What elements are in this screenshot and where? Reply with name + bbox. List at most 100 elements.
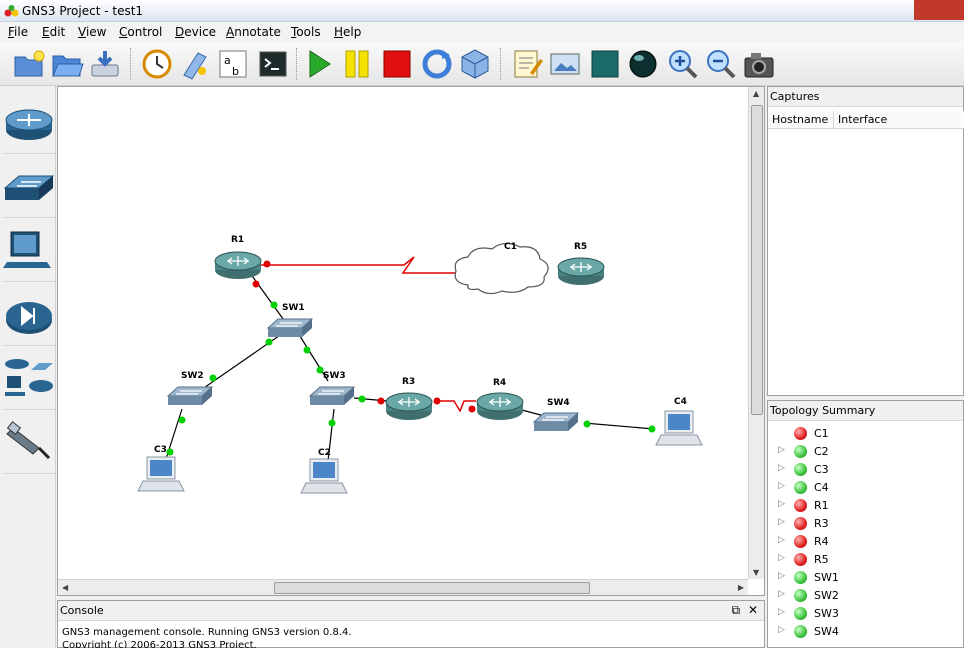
vertical-scroll-thumb[interactable] — [751, 105, 763, 415]
menu-device[interactable]: Device — [175, 25, 217, 39]
topology-item-name: SW2 — [814, 589, 839, 602]
topology-summary-item[interactable]: ▷ SW4 — [768, 623, 963, 641]
expand-arrow-icon[interactable]: ▷ — [778, 589, 785, 599]
undock-icon[interactable]: ⧉ — [731, 603, 741, 617]
screenshot-icon[interactable] — [548, 47, 582, 81]
host-icon — [3, 231, 51, 268]
topology-item-name: SW4 — [814, 625, 839, 638]
menu-file[interactable]: File — [8, 25, 29, 39]
topology-item-name: R5 — [814, 553, 829, 566]
topology-summary-item[interactable]: ▷ SW1 — [768, 569, 963, 587]
reload-icon[interactable] — [420, 47, 454, 81]
router-node-r1[interactable] — [214, 251, 262, 280]
captures-title: Captures — [768, 87, 963, 107]
canvas-horizontal-scrollbar[interactable]: ◀ ▶ — [58, 579, 748, 595]
expand-arrow-icon[interactable]: ▷ — [778, 553, 785, 563]
topology-summary-item[interactable]: ▷C3 — [768, 461, 963, 479]
host-node-c4[interactable] — [655, 410, 703, 446]
cable-device[interactable] — [3, 414, 55, 474]
expand-arrow-icon[interactable]: ▷ — [778, 535, 785, 545]
rectangle-icon[interactable] — [588, 47, 622, 81]
topology-summary-item[interactable]: ▷R3 — [768, 515, 963, 533]
switch-node-sw1[interactable] — [267, 318, 313, 338]
hostname-column-header[interactable]: Hostname — [768, 111, 834, 129]
serial-link-r1-c1[interactable] — [260, 256, 458, 274]
scroll-up-icon[interactable]: ▲ — [753, 89, 760, 98]
save-project-icon[interactable] — [88, 47, 122, 81]
console-icon[interactable] — [256, 47, 290, 81]
horizontal-scroll-thumb[interactable] — [274, 582, 590, 594]
topology-summary-panel: Topology Summary C1▷C2▷C3▷C4▷R1▷R3▷R4▷R5… — [767, 400, 964, 648]
host-node-c3[interactable] — [137, 456, 185, 492]
router-device[interactable] — [3, 94, 55, 154]
ellipse-icon[interactable] — [626, 47, 660, 81]
interface-column-header[interactable]: Interface — [834, 111, 964, 129]
link-sw1-sw2[interactable] — [197, 330, 287, 393]
topology-drawing[interactable]: R1 C1 R5 SW1 SW2 SW3 R3 R4 SW4 C3 C2 C4 — [58, 87, 748, 579]
expand-arrow-icon[interactable]: ▷ — [778, 463, 785, 473]
scroll-left-icon[interactable]: ◀ — [62, 583, 69, 592]
start-icon[interactable] — [302, 47, 336, 81]
topology-summary-item[interactable]: ▷R1 — [768, 497, 963, 515]
expand-arrow-icon[interactable]: ▷ — [778, 499, 785, 509]
new-project-icon[interactable] — [12, 47, 46, 81]
menu-control[interactable]: Control — [119, 25, 163, 39]
router-node-r4[interactable] — [476, 392, 524, 421]
pause-icon[interactable] — [340, 47, 374, 81]
serial-link-r3-r4[interactable] — [434, 400, 476, 413]
switch-node-sw4[interactable] — [533, 412, 579, 432]
topology-summary-item[interactable]: ▷R4 — [768, 533, 963, 551]
menu-tools[interactable]: Tools — [291, 25, 321, 39]
link-sw4-c4[interactable] — [583, 422, 655, 430]
topology-summary-item[interactable]: ▷SW3 — [768, 605, 963, 623]
scroll-down-icon[interactable]: ▼ — [753, 568, 760, 577]
menu-help[interactable]: Help — [334, 25, 362, 39]
expand-arrow-icon[interactable]: ▷ — [778, 607, 785, 617]
scroll-right-icon[interactable]: ▶ — [737, 583, 744, 592]
switch-node-sw3[interactable] — [309, 386, 355, 406]
cloud-node-c1[interactable] — [454, 242, 549, 295]
virtualbox-icon[interactable] — [458, 47, 492, 81]
menu-annotate[interactable]: Annotate — [226, 25, 281, 39]
menu-bar: File Edit View Control Device Annotate T… — [0, 22, 964, 42]
topology-summary-item[interactable]: ▷ SW2 — [768, 587, 963, 605]
capture-icon[interactable] — [742, 47, 776, 81]
clock-icon[interactable] — [140, 47, 174, 81]
text-icon[interactable]: a b — [216, 47, 250, 81]
link-r1-sw1[interactable] — [249, 272, 287, 324]
topology-summary-item[interactable]: ▷C4 — [768, 479, 963, 497]
expand-arrow-icon[interactable]: ▷ — [778, 571, 785, 581]
menu-edit[interactable]: Edit — [42, 25, 66, 39]
router-icon — [5, 109, 53, 140]
expand-arrow-icon[interactable]: ▷ — [778, 625, 785, 635]
topology-summary-item[interactable]: ▷ R5 — [768, 551, 963, 569]
switch-node-sw2[interactable] — [167, 386, 213, 406]
stop-icon[interactable] — [380, 47, 414, 81]
topology-summary-item[interactable]: C1 — [768, 425, 963, 443]
topology-summary-item[interactable]: ▷C2 — [768, 443, 963, 461]
note-icon[interactable] — [510, 47, 544, 81]
zoom-in-icon[interactable] — [666, 47, 700, 81]
close-window-button[interactable] — [914, 0, 964, 20]
switch-device[interactable] — [3, 158, 55, 218]
snapshot-icon[interactable] — [178, 47, 212, 81]
link-sw3-c2[interactable] — [327, 408, 335, 462]
appliance-device[interactable] — [3, 286, 55, 346]
router-node-r3[interactable] — [385, 392, 433, 421]
main-toolbar: a b — [0, 42, 964, 86]
close-icon[interactable]: ✕ — [747, 603, 758, 617]
expand-arrow-icon[interactable]: ▷ — [778, 445, 785, 455]
zoom-out-icon[interactable] — [704, 47, 738, 81]
all-devices[interactable] — [3, 350, 55, 410]
router-node-r5[interactable] — [557, 257, 605, 286]
link-sw1-sw3[interactable] — [297, 332, 329, 382]
host-node-c2[interactable] — [300, 458, 348, 494]
topology-canvas[interactable]: R1 C1 R5 SW1 SW2 SW3 R3 R4 SW4 C3 C2 C4 … — [57, 86, 765, 596]
host-device[interactable] — [3, 222, 55, 282]
menu-view[interactable]: View — [78, 25, 107, 39]
canvas-vertical-scrollbar[interactable]: ▲ ▼ — [748, 87, 764, 579]
topology-item-name: SW1 — [814, 571, 839, 584]
open-project-icon[interactable] — [50, 47, 84, 81]
expand-arrow-icon[interactable]: ▷ — [778, 517, 785, 527]
expand-arrow-icon[interactable]: ▷ — [778, 481, 785, 491]
